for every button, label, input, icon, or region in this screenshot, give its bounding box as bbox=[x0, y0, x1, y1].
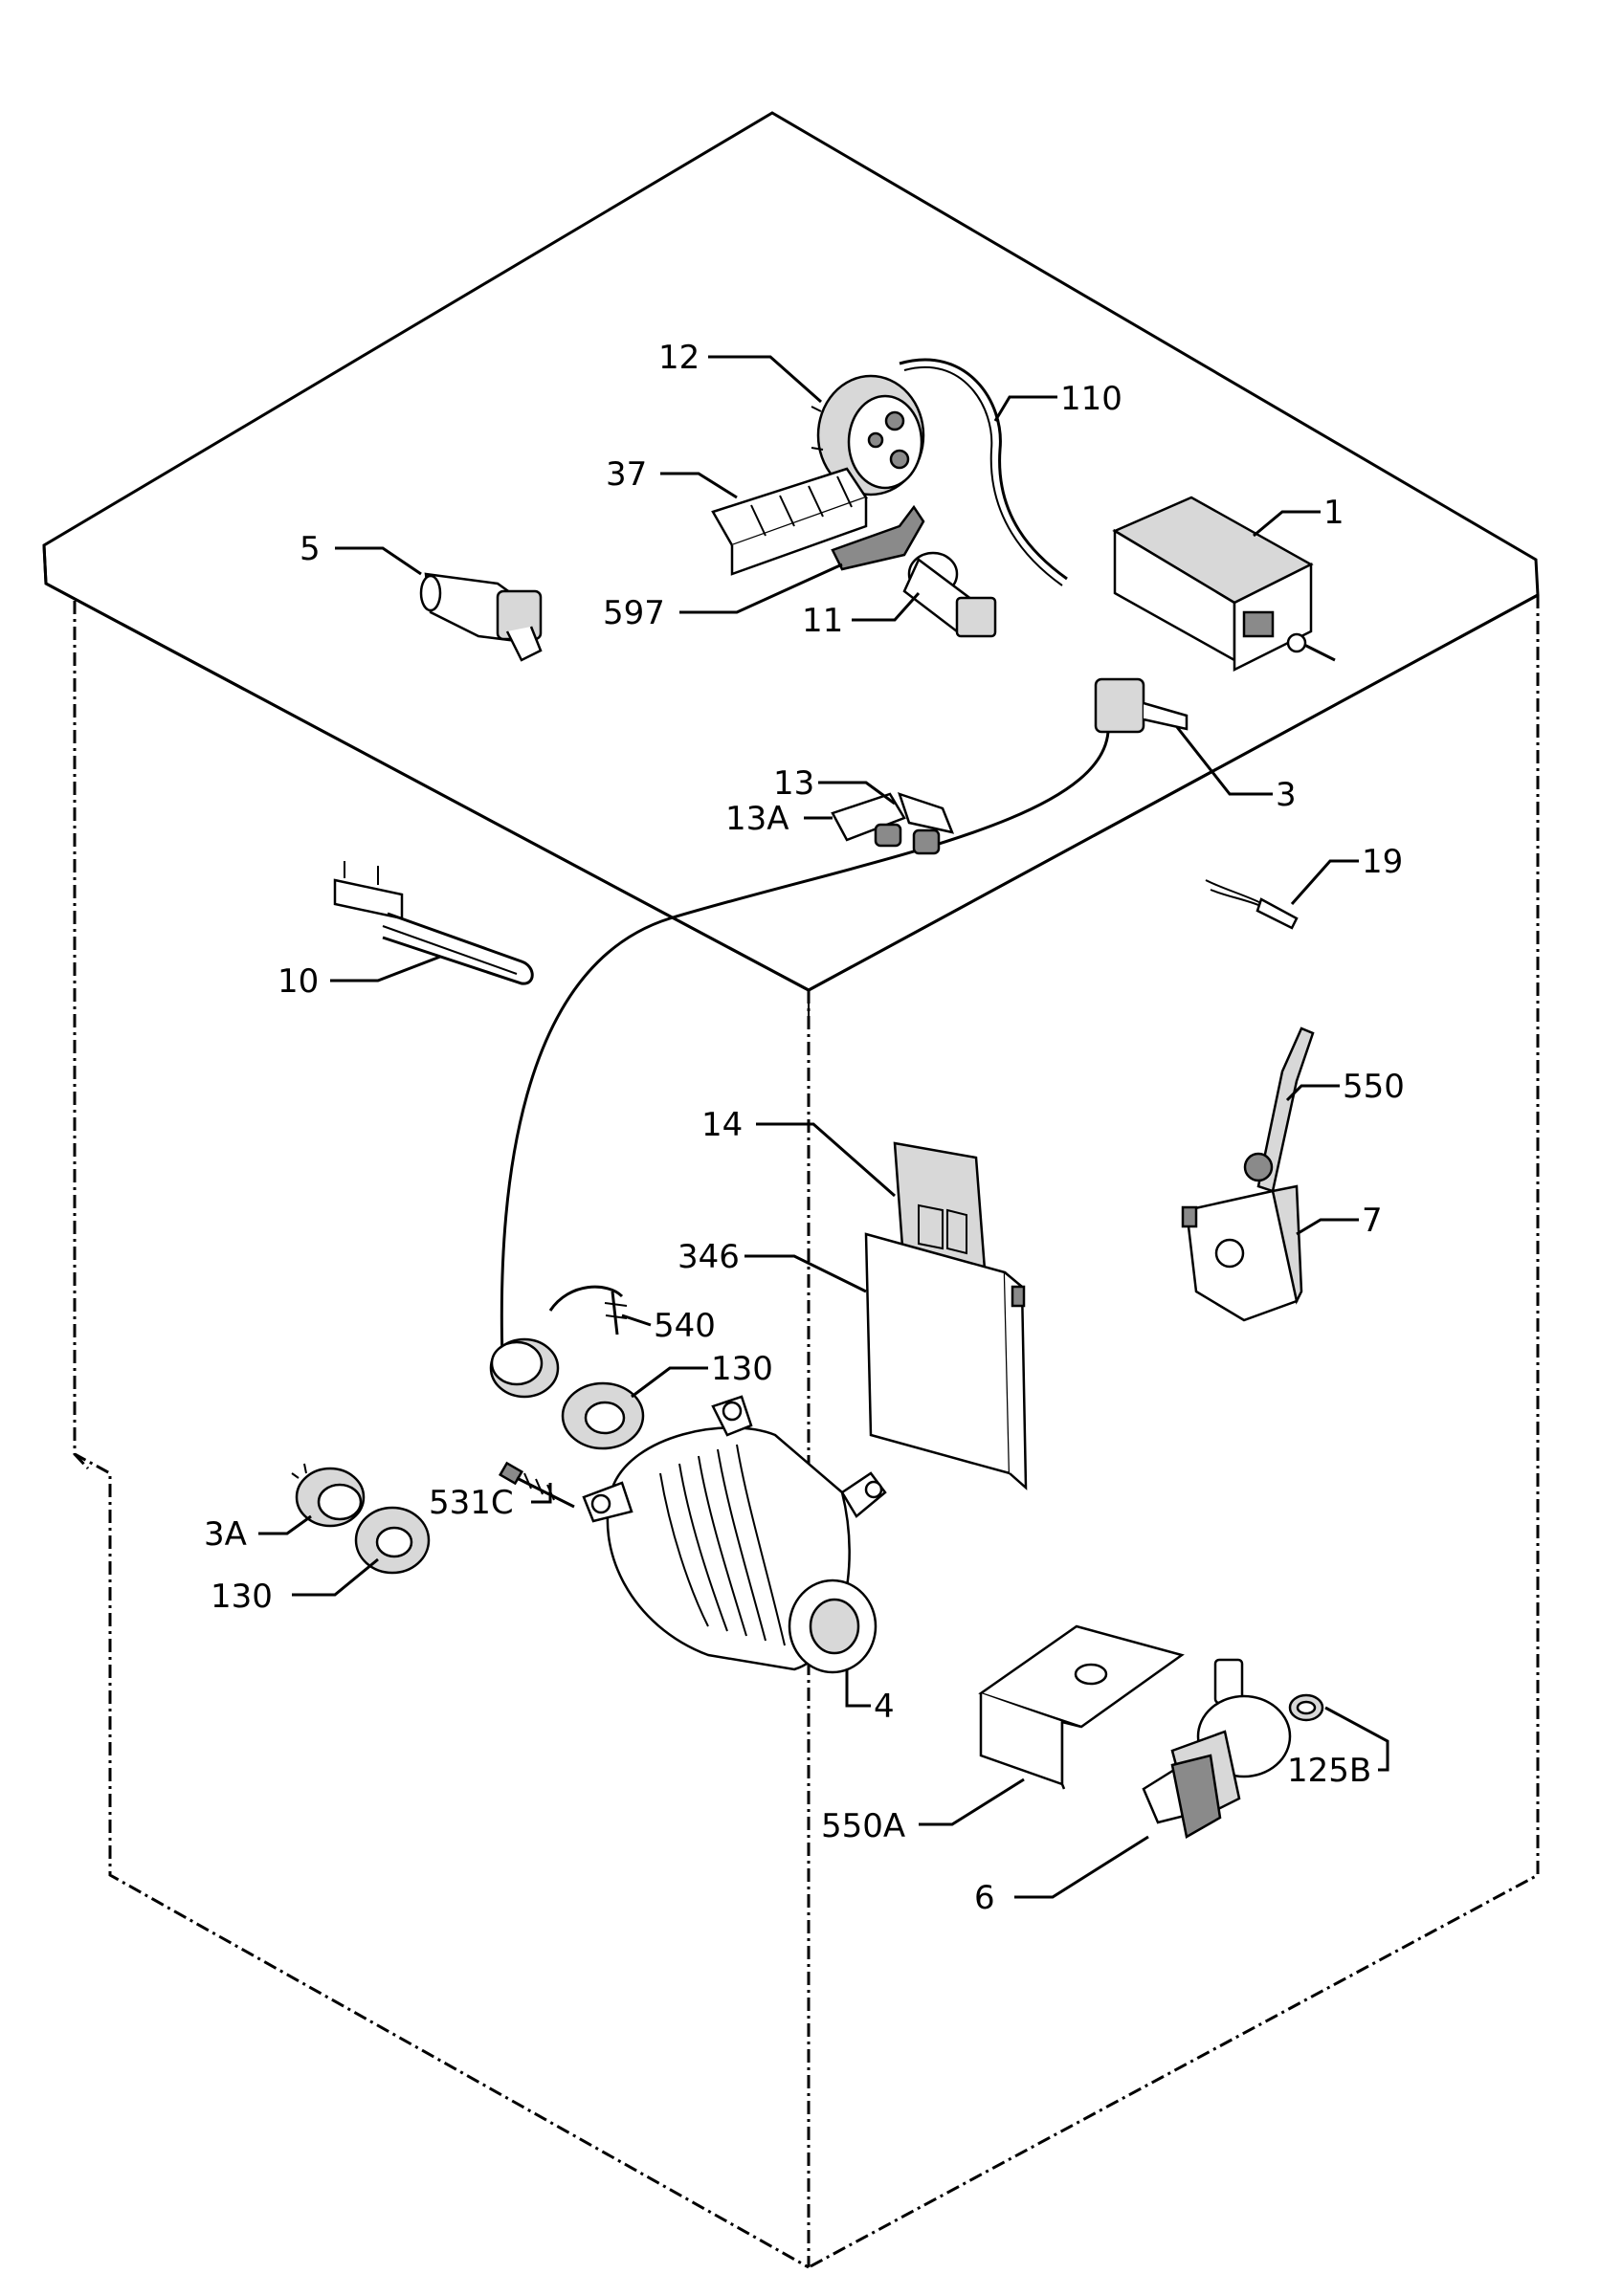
door-lock-7[interactable] bbox=[1181, 1184, 1303, 1322]
label-10: 10 bbox=[278, 962, 319, 1001]
label-37: 37 bbox=[606, 455, 647, 494]
motor-4[interactable] bbox=[582, 1395, 887, 1674]
inlet-valve-5[interactable] bbox=[419, 572, 543, 662]
pressure-switch-12[interactable] bbox=[811, 374, 925, 497]
clip-540[interactable] bbox=[548, 1285, 628, 1336]
label-19: 19 bbox=[1362, 843, 1403, 881]
label-3a: 3A bbox=[204, 1515, 247, 1554]
drain-pump-6[interactable] bbox=[1142, 1658, 1292, 1839]
bracket-597[interactable] bbox=[831, 504, 925, 571]
label-346: 346 bbox=[678, 1238, 740, 1276]
pressure-hose-110[interactable] bbox=[899, 358, 1068, 586]
label-3: 3 bbox=[1276, 776, 1297, 814]
module-housing-346[interactable] bbox=[864, 1232, 1028, 1490]
label-125b: 125B bbox=[1287, 1752, 1371, 1790]
label-7: 7 bbox=[1362, 1202, 1383, 1240]
label-13a: 13A bbox=[725, 800, 789, 838]
label-597: 597 bbox=[603, 594, 665, 632]
label-531c: 531C bbox=[429, 1484, 514, 1522]
label-4: 4 bbox=[874, 1688, 895, 1726]
label-11: 11 bbox=[802, 602, 843, 640]
label-12: 12 bbox=[658, 339, 700, 377]
label-14: 14 bbox=[701, 1106, 743, 1144]
pump-cover-550a[interactable] bbox=[978, 1624, 1185, 1790]
part-labels: 12 110 37 5 1 597 11 3 13 13A 19 10 550 … bbox=[204, 339, 1405, 1917]
heating-element-10[interactable] bbox=[333, 861, 534, 985]
label-6: 6 bbox=[974, 1879, 995, 1917]
grommet-130-lower[interactable] bbox=[354, 1506, 431, 1575]
thermostat-3a[interactable] bbox=[291, 1463, 366, 1528]
label-540: 540 bbox=[654, 1307, 716, 1345]
label-550: 550 bbox=[1343, 1068, 1405, 1106]
label-130-lower: 130 bbox=[211, 1578, 273, 1616]
sensor-clips-13[interactable] bbox=[831, 792, 955, 855]
label-550a: 550A bbox=[821, 1807, 905, 1845]
seal-ring-125b[interactable] bbox=[1288, 1693, 1324, 1722]
cabinet-outline bbox=[42, 111, 1540, 2269]
door-switch-3[interactable] bbox=[500, 677, 1189, 1359]
label-110: 110 bbox=[1060, 380, 1122, 418]
programme-timer-1[interactable] bbox=[1112, 496, 1336, 673]
leader-lines bbox=[258, 355, 1389, 1899]
label-13: 13 bbox=[773, 764, 814, 803]
terminal-block-37[interactable] bbox=[711, 467, 868, 576]
lever-550[interactable] bbox=[1243, 1027, 1315, 1193]
grommet-cap[interactable] bbox=[489, 1337, 560, 1399]
label-130-upper: 130 bbox=[711, 1350, 773, 1388]
label-5: 5 bbox=[300, 530, 321, 568]
ntc-sensor-19[interactable] bbox=[1205, 879, 1299, 930]
capacitor-11[interactable] bbox=[902, 551, 997, 638]
grommet-130-upper[interactable] bbox=[561, 1381, 645, 1450]
label-1: 1 bbox=[1323, 494, 1344, 532]
